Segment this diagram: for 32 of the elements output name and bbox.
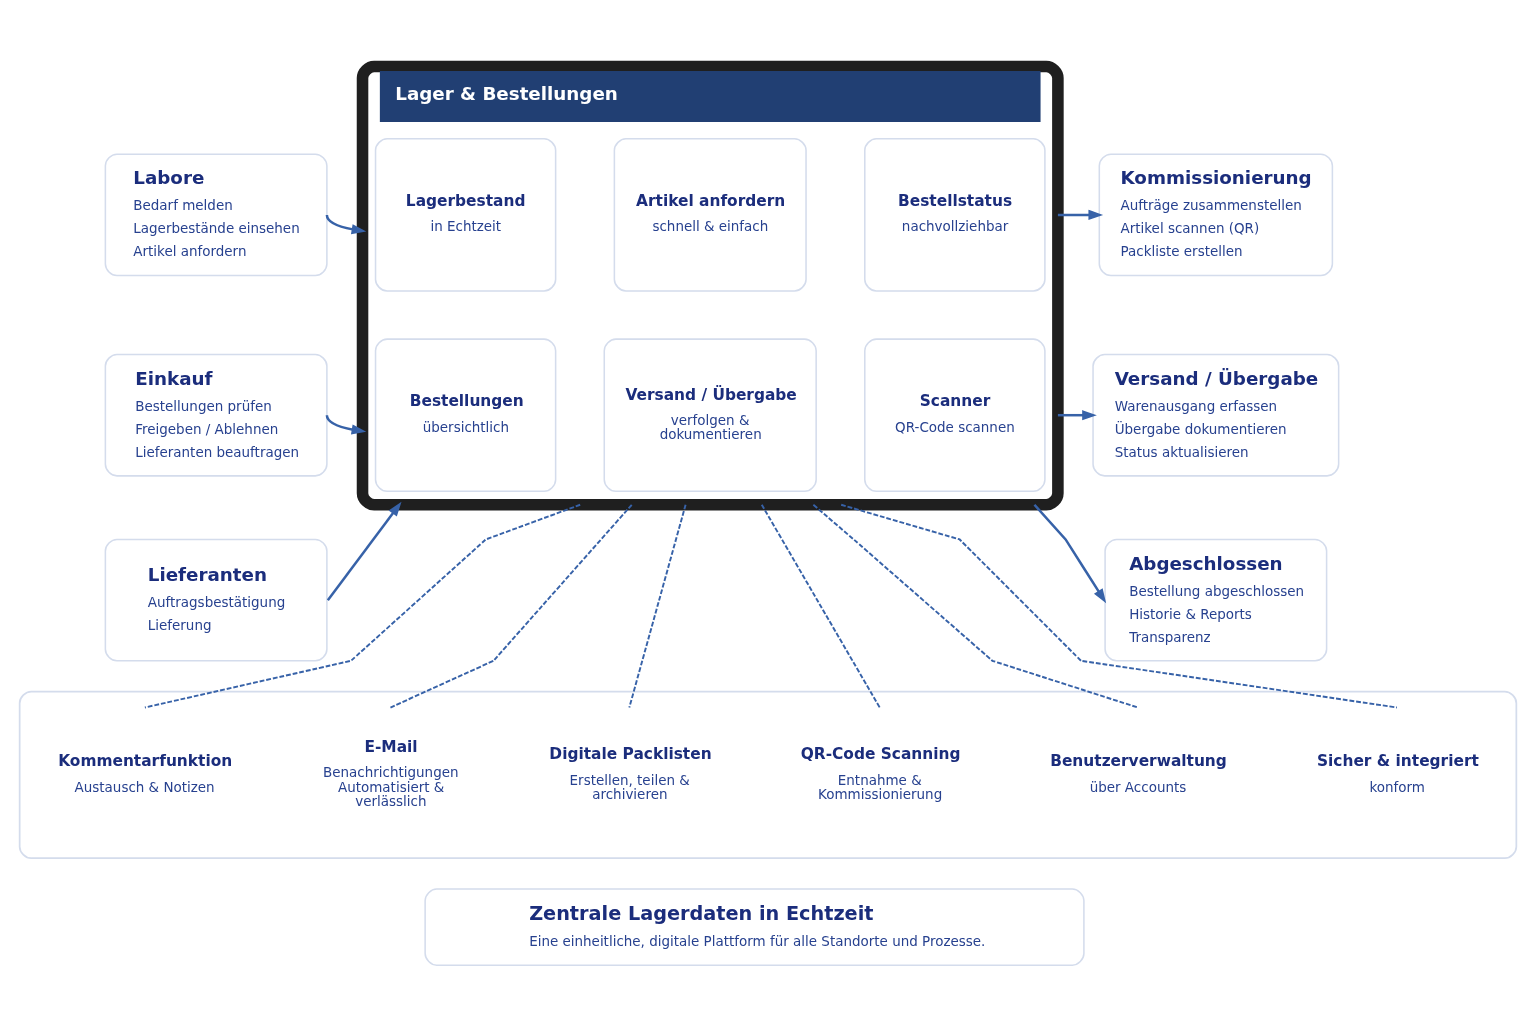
node-text: Benutzerverwaltung über Accounts <box>1050 752 1227 795</box>
cluster <box>18 690 1518 860</box>
arrow <box>1057 209 1104 220</box>
node-box: Labore Bedarf melden Lagerbestände einsehen Artikel anfordern <box>104 153 328 277</box>
node-text: E-Mail Benachrichtigungen Automatisiert & verlässlich <box>323 737 459 809</box>
node-text: Sicher & integriert konform <box>1316 752 1479 795</box>
node-box: Bestellungen übersichtlich <box>374 338 557 493</box>
node-box: Abgeschlossen Bestellung abgeschlossen Historie & Reports Transparenz <box>1104 538 1328 662</box>
node-box: Artikel anfordern schnell & einfach <box>613 138 807 292</box>
node-box: Kommissionierung Aufträge zusammenstellen Artikel scannen (QR) Packliste erstellen <box>1098 153 1334 277</box>
node-box: Scanner QR-Code scannen <box>864 338 1046 493</box>
node-box: Einkauf Bestellungen prüfen Freigeben / Ablehnen Lieferanten beauftragen <box>104 353 328 477</box>
connector <box>840 503 1398 709</box>
connector <box>812 503 1139 709</box>
node-box: Versand / Übergabe Warenausgang erfassen Übergabe dokumentieren Status aktualisieren <box>1092 353 1340 477</box>
arrow <box>1057 410 1097 421</box>
node-box: Lagerbestand in Echtzeit <box>374 138 557 292</box>
connector <box>143 503 582 709</box>
arrow <box>325 214 367 235</box>
connector <box>389 503 633 709</box>
connector <box>628 503 687 709</box>
node-text: Digitale Packlisten Erstellen, teilen & archivieren <box>549 745 712 803</box>
arrow <box>326 501 402 601</box>
connector <box>760 503 881 709</box>
node-text: Kommentarfunktion Austausch & Notizen <box>58 752 233 795</box>
arrow <box>1033 503 1107 604</box>
node-box: Bestellstatus nachvollziehbar <box>864 138 1046 292</box>
node-box: Zentrale Lagerdaten in Echtzeit Eine einheitliche, digitale Plattform für alle Standorte und Prozesse. <box>424 888 1085 966</box>
node-box: Versand / Übergabe verfolgen & dokumentieren <box>603 338 817 493</box>
node-box: Lieferanten Auftragsbestätigung Lieferung <box>104 538 328 662</box>
arrow <box>325 414 367 435</box>
node-text: QR-Code Scanning Entnahme & Kommissionierung <box>800 745 961 803</box>
